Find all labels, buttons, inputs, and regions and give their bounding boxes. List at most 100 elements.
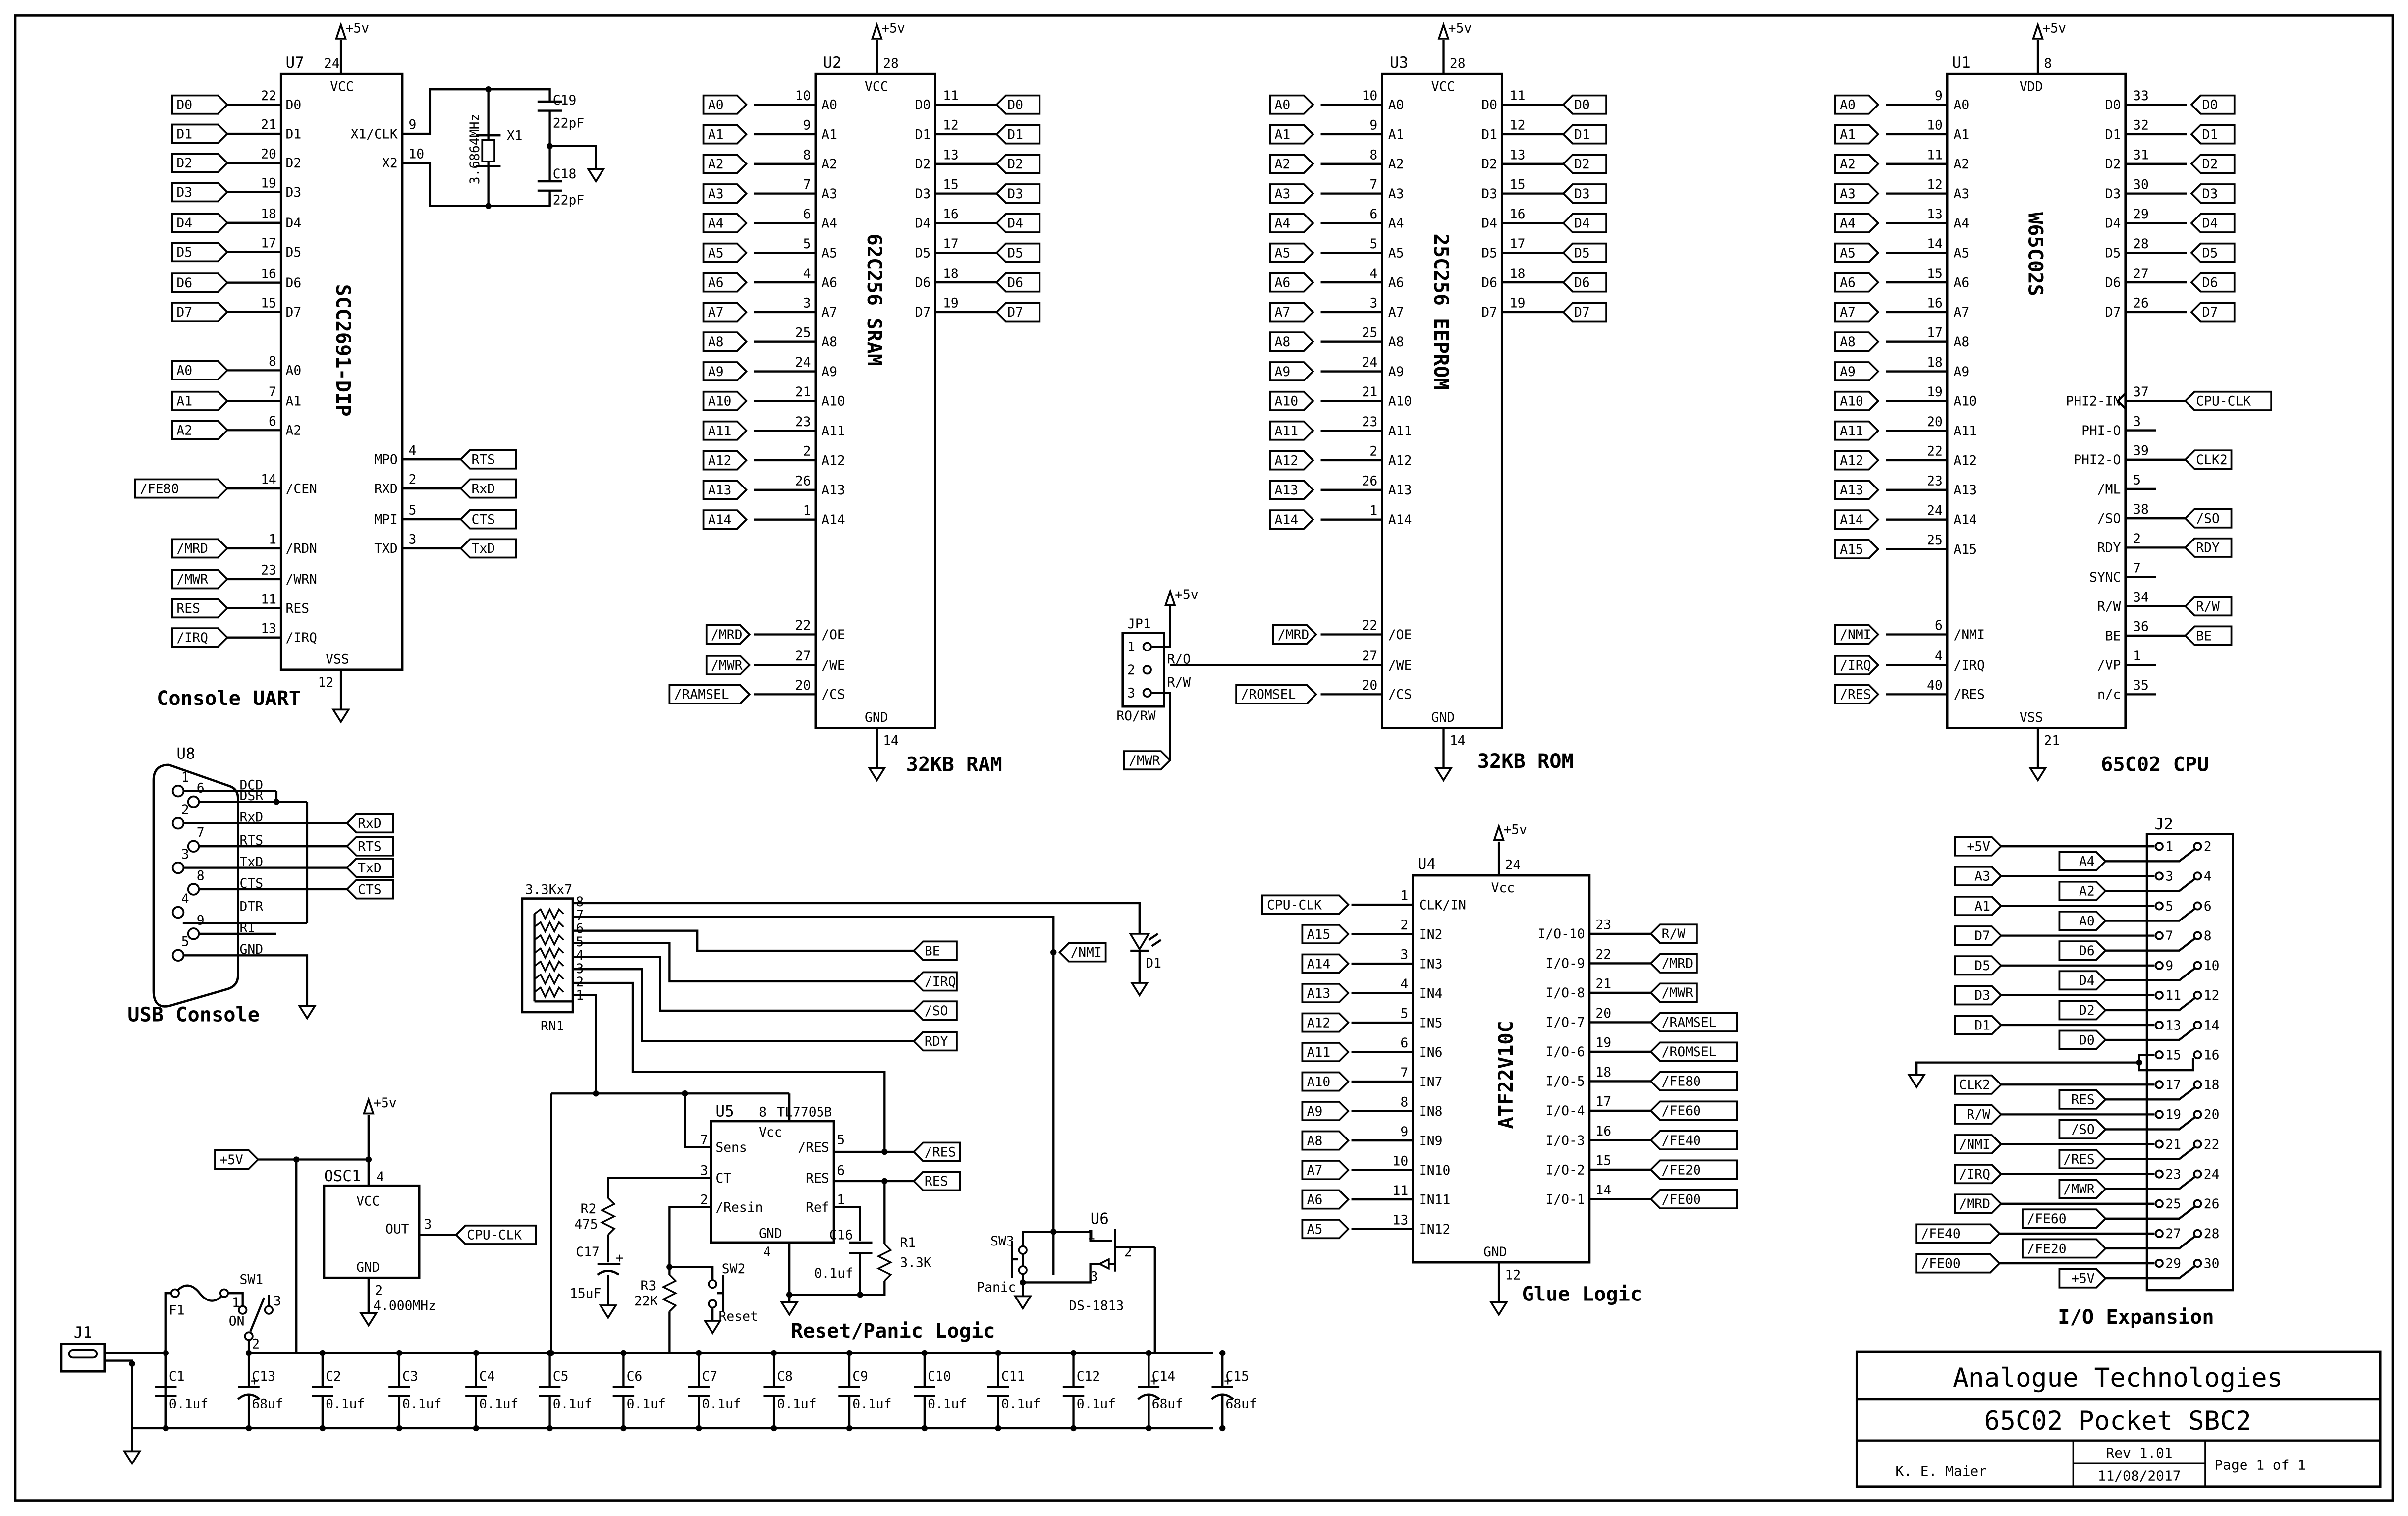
led-ray xyxy=(1151,939,1162,947)
u2-pin-name: A0 xyxy=(821,98,837,112)
db9-pin-number: 4 xyxy=(181,892,189,907)
c18-ref: C18 xyxy=(553,167,577,182)
u2-pin-number: 15 xyxy=(943,177,959,192)
u2-vcc-pin: 28 xyxy=(883,56,899,71)
net-label-text: A0 xyxy=(176,364,192,379)
net-label-shape xyxy=(1954,1134,2003,1154)
u1-part-number: W65C02S xyxy=(2024,212,2047,296)
net-label-A1: A1 xyxy=(171,390,229,411)
u1-pin-name: n/c xyxy=(2097,688,2121,703)
u4-pin-number: 21 xyxy=(1595,977,1611,992)
junction-dot xyxy=(1050,949,1057,956)
net-label-text: A1 xyxy=(1974,899,1990,914)
u3-pin-name: A12 xyxy=(1388,453,1412,468)
net-label-shape xyxy=(1915,1253,2001,1274)
net-label-CPU-CLK: CPU-CLK xyxy=(2184,390,2273,411)
net-label-D0: D0 xyxy=(171,94,229,115)
u5-vcc-pin: 8 xyxy=(759,1105,766,1120)
net-label-D2: D2 xyxy=(1562,154,1607,174)
net-label-shape xyxy=(345,813,394,834)
net-label-shape xyxy=(995,213,1041,233)
net-label-text: A6 xyxy=(1307,1192,1323,1207)
j2-wire xyxy=(2105,848,2195,863)
net-label-RxD: RxD xyxy=(345,813,394,834)
net-label-text: /RES xyxy=(2063,1152,2094,1167)
rn1-pin-number: 8 xyxy=(576,895,584,910)
net-label-D1: D1 xyxy=(2190,124,2236,145)
u4-pin-name: I/O-3 xyxy=(1545,1134,1585,1148)
net-label-shape xyxy=(1269,420,1314,441)
ground-icon xyxy=(586,168,605,183)
net-label-shape xyxy=(912,940,958,961)
db9-pin-number: 8 xyxy=(197,868,205,883)
u7-pin-number: 17 xyxy=(261,236,276,251)
net-label-D1: D1 xyxy=(1954,1015,2003,1035)
u7-pin-name: D4 xyxy=(286,216,302,231)
net-label-shape xyxy=(2022,1238,2107,1259)
net-label-text: A0 xyxy=(708,98,724,112)
net-label-text: A0 xyxy=(1275,98,1291,112)
net-label-shape xyxy=(1301,953,1350,974)
net-label-text: A11 xyxy=(1307,1045,1331,1060)
u1-pin-number: 37 xyxy=(2133,385,2149,400)
osc1-vcc-label: VCC xyxy=(356,1194,380,1209)
cap-ref: C14 xyxy=(1152,1369,1176,1384)
u1-pin-number: 6 xyxy=(1935,618,1943,633)
net-label-A5: A5 xyxy=(1301,1219,1350,1240)
net-label-nMWR: /MWR xyxy=(1649,982,1698,1003)
db9-pin xyxy=(187,927,200,940)
cap-ref: C2 xyxy=(326,1369,341,1384)
net-label-text: A13 xyxy=(1275,483,1299,498)
net-label-A2: A2 xyxy=(2058,880,2107,901)
net-label-A3: A3 xyxy=(702,183,748,204)
header-pin-odd xyxy=(2154,1110,2164,1119)
net-label-D5: D5 xyxy=(1562,242,1607,263)
resistor-icon xyxy=(534,920,564,934)
u2-pin-number: 12 xyxy=(943,118,959,133)
db9-pin-number: 5 xyxy=(181,935,189,950)
j2-wire xyxy=(2105,1027,2195,1041)
u1-pin-number: 7 xyxy=(2133,561,2141,576)
net-label-shape xyxy=(459,449,517,470)
u7-pin-number: 11 xyxy=(261,593,276,607)
net-label-text: A2 xyxy=(708,157,724,172)
switch-contact xyxy=(264,1305,274,1315)
net-label-shape xyxy=(171,420,229,440)
header-pin-even xyxy=(2193,931,2202,940)
u2-pin-name: D6 xyxy=(915,275,931,290)
net-label-shape xyxy=(702,480,748,500)
header-pin-even xyxy=(2193,1110,2202,1119)
u7-part-number: SCC2691-DIP xyxy=(331,284,355,417)
u3-pin-number: 22 xyxy=(1362,618,1378,633)
u4-pin-name: I/O-1 xyxy=(1545,1192,1585,1207)
u3-pin-number: 27 xyxy=(1362,649,1378,664)
cap-ref: C10 xyxy=(928,1369,951,1384)
net-label-text: /MWR xyxy=(176,572,208,587)
u7-pin-number: 4 xyxy=(408,443,416,458)
net-label-text: TxD xyxy=(358,861,382,876)
net-label-text: A5 xyxy=(1275,246,1291,261)
net-label-text: CLK2 xyxy=(1959,1078,1990,1093)
net-label-nMWR: /MWR xyxy=(171,569,229,590)
j2-wire xyxy=(2105,878,2195,892)
db9-pin-number: 3 xyxy=(181,847,189,862)
net-label-text: A9 xyxy=(1275,365,1291,379)
net-label-A12: A12 xyxy=(1301,1012,1350,1033)
net-label-shape xyxy=(912,971,958,992)
net-label-shape xyxy=(1834,361,1880,382)
u7-pin-number: 6 xyxy=(269,414,276,429)
net-label-D4: D4 xyxy=(995,213,1041,233)
u7-pin-name: RXD xyxy=(374,482,398,496)
net-label-shape xyxy=(1562,94,1607,115)
net-label-D5: D5 xyxy=(995,242,1041,263)
switch-contact xyxy=(708,1279,717,1289)
u2-pin-name: A1 xyxy=(821,127,837,142)
c16-value: 0.1uf xyxy=(814,1266,853,1281)
net-label-text: A15 xyxy=(1840,542,1863,557)
u2-pin-name: A2 xyxy=(821,157,837,172)
net-label-A5: A5 xyxy=(1269,242,1314,263)
u3-pin-number: 25 xyxy=(1362,325,1378,340)
j2-body xyxy=(2145,833,2234,1292)
u3-pin-name: A6 xyxy=(1388,275,1404,290)
sw2-label: Reset xyxy=(719,1309,758,1324)
